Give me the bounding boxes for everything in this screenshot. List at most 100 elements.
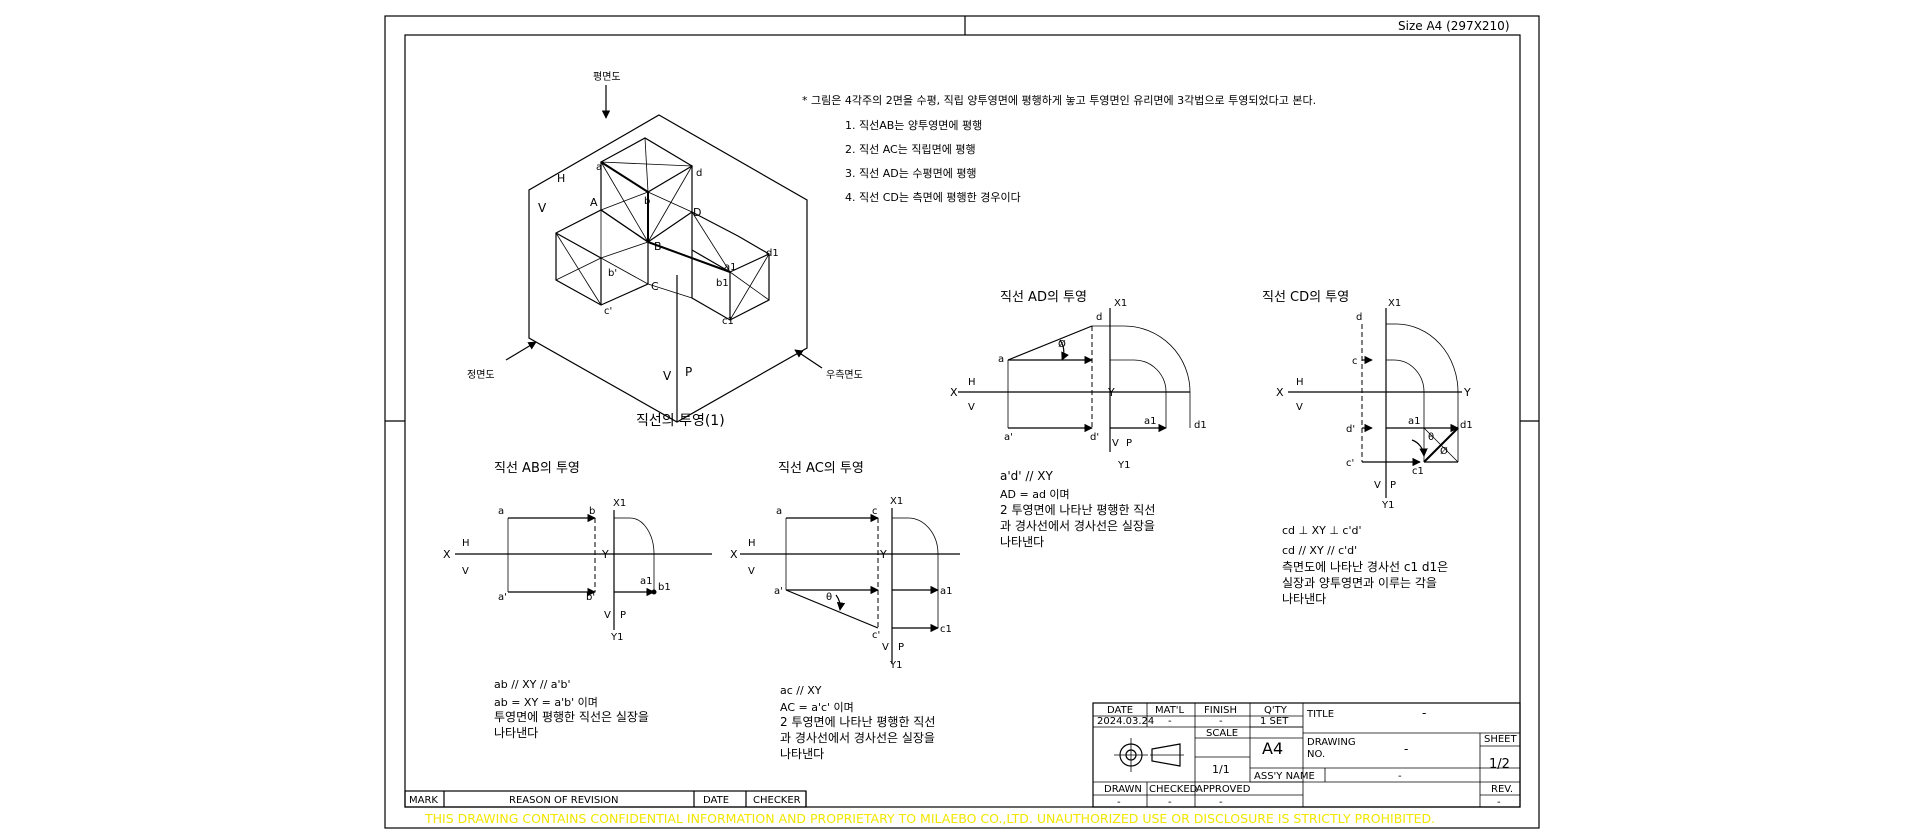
ab-label-P: P — [620, 610, 626, 621]
iso-label-a: a — [596, 162, 602, 173]
tb-checked-header: CHECKED — [1149, 784, 1198, 795]
tb-date-value: 2024.03.24 — [1097, 716, 1154, 727]
ac-label-theta: θ — [826, 592, 832, 603]
view-ac-labels: 직선 AC의 투영 X H V Y X1 Y1 V P a c a' c' a1… — [730, 461, 953, 761]
view-cd-title: 직선 CD의 투영 — [1262, 290, 1349, 305]
ab-label-X1: X1 — [613, 498, 626, 509]
ad-label-phi: Ø — [1058, 338, 1066, 350]
general-notes: * 그림은 4각주의 2면을 수평, 직립 양투영면에 평행하게 놓고 투영면인… — [802, 93, 1316, 204]
iso-label-D: D — [693, 206, 701, 219]
cd-label-d1: d1 — [1460, 420, 1473, 431]
view-ab-labels: 직선 AB의 투영 X H V Y X1 Y1 V P a b a' b' a1… — [443, 461, 671, 740]
ad-label-V: V — [968, 402, 975, 413]
cd-label-d: d — [1356, 312, 1362, 323]
tb-scale-header: SCALE — [1206, 728, 1238, 739]
ad-label-Y1: Y1 — [1117, 460, 1130, 471]
cd-label-Y: Y — [1463, 386, 1471, 399]
ac-label-c1: c1 — [940, 624, 952, 635]
ab-note-1: ab // XY // a'b' — [494, 678, 571, 691]
iso-label-b: b — [644, 196, 650, 207]
iso-label-H: H — [557, 172, 565, 185]
cd-label-Vb: V — [1374, 480, 1381, 491]
top-view-label: 평면도 — [593, 71, 621, 83]
iso-label-B: B — [654, 240, 662, 253]
third-angle-projection-icon — [1114, 738, 1184, 772]
tb-rev-header: REV. — [1491, 784, 1513, 795]
ad-label-d: d — [1096, 312, 1102, 323]
iso-label-V2: V — [663, 369, 672, 383]
cd-label-a1: a1 — [1408, 416, 1421, 427]
tb-approved-value: - — [1219, 797, 1223, 808]
tb-format-value: A4 — [1262, 739, 1283, 758]
ac-label-c: c — [872, 506, 878, 517]
view-ad-geometry — [958, 308, 1191, 452]
tb-date-header: DATE — [1107, 705, 1133, 716]
sheet-frame — [384, 15, 1540, 829]
ab-label-ap: a' — [498, 592, 507, 603]
cd-label-X: X — [1276, 386, 1284, 399]
ad-label-d1: d1 — [1194, 420, 1207, 431]
cd-label-V: V — [1296, 402, 1303, 413]
iso-glass-box — [505, 85, 823, 423]
cd-label-Y1: Y1 — [1381, 500, 1394, 511]
ad-label-H: H — [968, 377, 976, 388]
view-cd-geometry — [1288, 308, 1462, 498]
iso-label-V1: V — [538, 201, 547, 215]
view-ac-geometry — [740, 508, 960, 664]
iso-label-d: d — [696, 168, 702, 179]
ac-note-3: 2 투영면에 나타난 평행한 직선 — [780, 714, 935, 729]
view-ad-title: 직선 AD의 투영 — [1000, 290, 1087, 305]
ac-label-Vb: V — [882, 642, 889, 653]
note-item-4: 4. 직선 CD는 측면에 평행한 경우이다 — [845, 191, 1021, 204]
ad-note-3: 2 투영면에 나타난 평행한 직선 — [1000, 502, 1155, 517]
view-ab-title: 직선 AB의 투영 — [494, 461, 580, 476]
ad-note-5: 나타낸다 — [1000, 535, 1044, 549]
cd-label-phi: Ø — [1440, 445, 1448, 457]
view-cd-labels: 직선 CD의 투영 X H V Y X1 Y1 V P d c d' c' a1… — [1262, 290, 1473, 606]
tb-approved-header: APPROVED — [1196, 784, 1251, 795]
revision-mark-header: MARK — [409, 795, 438, 806]
front-view-label: 정면도 — [467, 369, 495, 381]
ad-label-Y: Y — [1107, 386, 1115, 399]
tb-qty-header: Q'TY — [1264, 705, 1288, 716]
iso-label-b1: b1 — [716, 278, 729, 289]
cd-note-3: 측면도에 나타난 경사선 c1 d1은 — [1282, 560, 1448, 574]
tb-checked-value: - — [1168, 797, 1172, 808]
ad-label-a: a — [998, 354, 1004, 365]
ad-label-X1: X1 — [1114, 298, 1127, 309]
ab-label-H: H — [462, 538, 470, 549]
iso-label-bp: b' — [608, 268, 617, 279]
ad-label-a1: a1 — [1144, 416, 1157, 427]
cd-label-X1: X1 — [1388, 298, 1401, 309]
iso-label-c1: c1 — [722, 316, 734, 327]
ac-label-Y: Y — [879, 548, 887, 561]
ad-note-1: a'd' // XY — [1000, 469, 1054, 483]
tb-scale-value: 1/1 — [1212, 763, 1230, 776]
ab-note-4: 나타낸다 — [494, 726, 538, 740]
ad-label-Vb: V — [1112, 438, 1119, 449]
ab-label-a1: a1 — [640, 576, 653, 587]
ac-note-5: 나타낸다 — [780, 747, 824, 761]
ac-label-H: H — [748, 538, 756, 549]
ac-label-Y1: Y1 — [889, 660, 902, 671]
note-item-2: 2. 직선 AC는 직립면에 평행 — [845, 143, 976, 156]
view-ad-labels: 직선 AD의 투영 X H V Y X1 Y1 V P a d a' d' a1… — [950, 290, 1207, 549]
cd-label-c1: c1 — [1412, 466, 1424, 477]
cd-label-P: P — [1390, 480, 1396, 491]
side-view-label: 우측면도 — [826, 369, 863, 381]
revision-table — [404, 790, 807, 808]
tb-title-value: - — [1422, 706, 1426, 720]
cd-label-H: H — [1296, 377, 1304, 388]
cd-note-2: cd // XY // c'd' — [1282, 544, 1357, 557]
ab-label-bp: b' — [586, 592, 595, 603]
iso-labels: 평면도 정면도 우측면도 직선의 투영(1) H V V P a d A b D… — [467, 71, 863, 429]
ad-label-X: X — [950, 386, 958, 399]
tb-matl-value: - — [1168, 716, 1172, 727]
tb-matl-header: MAT'L — [1155, 705, 1185, 716]
tb-qty-value: 1 SET — [1260, 716, 1289, 727]
tb-rev-value: - — [1497, 797, 1501, 808]
tb-drawing-no-header-1: DRAWING — [1307, 737, 1356, 748]
ad-label-ap: a' — [1004, 432, 1013, 443]
view-ac-title: 직선 AC의 투영 — [778, 461, 864, 476]
tb-sheet-header: SHEET — [1484, 734, 1518, 745]
